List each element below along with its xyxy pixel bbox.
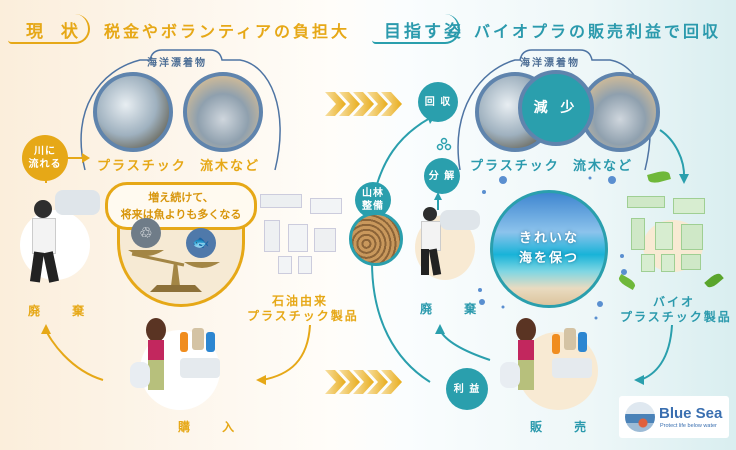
blue-sea-emblem-icon: [625, 402, 655, 432]
chevron-arrows-top: [325, 92, 402, 116]
driftwood-photo: [183, 72, 263, 152]
petroleum-plastic-products-illustration: [258, 190, 348, 274]
current-debris-label: 海洋漂着物: [147, 58, 207, 69]
goal-discarded-plastic-bags: [440, 210, 480, 230]
goal-tag: 目指す姿: [384, 22, 464, 42]
bio-plastic-products-illustration: [625, 190, 715, 275]
seller-illustration: [500, 318, 598, 410]
current-headline: 税金やボランティアの負担大: [104, 22, 351, 41]
goal-stage-dispose: 廃 棄: [420, 302, 491, 316]
goal-headline: バイオプラの販売利益で回収: [474, 22, 722, 41]
stage-purchase: 購 入: [178, 420, 249, 434]
bio-products-label-line2: プラスチック製品: [620, 310, 732, 324]
clean-sea-photo: きれいな 海を保つ: [490, 190, 608, 308]
current-caption-plastic: プラスチック: [97, 159, 187, 174]
clean-sea-line2: 海を保つ: [518, 251, 579, 266]
goal-debris-label: 海洋漂着物: [520, 58, 580, 69]
current-tag: 現 状: [26, 22, 84, 42]
warning-bubble-line2: 将来は魚よりも多くなる: [120, 208, 242, 221]
water-droplets: [478, 176, 627, 320]
chevron-arrows-bottom: [325, 370, 402, 394]
goal-caption-plastic: プラスチック: [470, 159, 560, 174]
petroleum-products-label-line1: 石油由来: [272, 294, 329, 308]
warning-bubble-line1: 増え続けて、: [148, 191, 214, 204]
decompose-particles-icon: [436, 137, 452, 151]
collect-badge: 回 収: [418, 82, 458, 122]
plastic-debris-photo: [93, 72, 173, 152]
goal-caption-driftwood: 流木など: [573, 159, 634, 174]
current-caption-driftwood: 流木など: [200, 159, 261, 174]
reduce-badge-label: 減 少: [533, 99, 579, 116]
plastic-recycle-icon: ♲: [131, 218, 161, 248]
logo-tagline: Protect life below water: [660, 423, 717, 429]
shopper-illustration: [130, 318, 220, 410]
profit-badge: 利 益: [446, 368, 488, 410]
bio-products-label-line1: バイオ: [653, 295, 696, 309]
river-flow-badge: 川に 流れる: [22, 135, 68, 181]
discarded-plastic-bags: [55, 190, 100, 215]
goal-stage-sell: 販 売: [530, 420, 601, 434]
blue-sea-logo: Blue Sea Protect life below water: [619, 396, 729, 438]
current-tag-frame: [8, 14, 90, 44]
clean-sea-line1: きれいな: [518, 231, 579, 246]
reduce-badge: 減 少: [518, 70, 594, 146]
goal-tag-frame: [372, 14, 460, 44]
timber-logs-photo: [349, 212, 403, 266]
warning-bubble: 増え続けて、 将来は魚よりも多くなる: [105, 182, 257, 230]
stage-dispose: 廃 棄: [28, 304, 99, 318]
decompose-badge: 分 解: [424, 158, 460, 194]
petroleum-products-label-line2: プラスチック製品: [247, 309, 359, 323]
logo-name: Blue Sea: [659, 405, 723, 422]
dispose-person-illustration: [20, 200, 90, 283]
forest-maintenance-badge: 山林 整備: [355, 182, 391, 218]
fish-icon: 🐟: [186, 228, 216, 258]
